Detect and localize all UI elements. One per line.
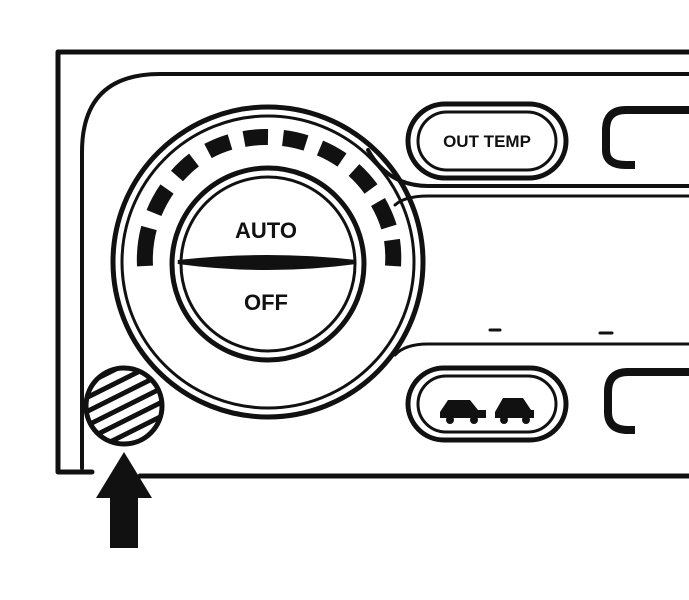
out-temp-button[interactable]: OUT TEMP [405,101,569,181]
up-arrow-icon [96,452,152,548]
auto-off-dial[interactable]: AUTO OFF [110,104,426,420]
out-temp-label: OUT TEMP [443,132,531,151]
car-recirculation-icon [440,398,534,424]
temperature-indicator-ring [136,129,402,267]
dial-auto-label: AUTO [235,218,297,243]
next-button-edge[interactable] [602,106,689,169]
recirculation-button[interactable] [405,365,569,443]
dial-center-bar [177,255,357,270]
dial-off-label: OFF [244,290,288,315]
lower-next-button-edge[interactable] [604,368,689,434]
